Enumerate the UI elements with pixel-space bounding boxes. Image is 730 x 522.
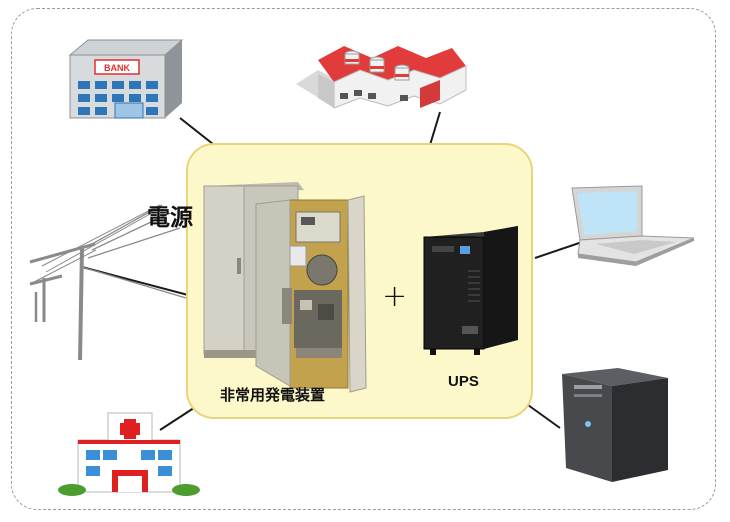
power-source-label: 電源 bbox=[147, 205, 193, 231]
bank-sign: BANK bbox=[104, 63, 130, 73]
bank-icon bbox=[68, 39, 184, 119]
factory-icon bbox=[296, 46, 467, 109]
plus-sign: + bbox=[382, 279, 408, 314]
server-pc-icon bbox=[562, 368, 668, 482]
line-server bbox=[527, 404, 561, 429]
line-factory bbox=[429, 111, 441, 146]
generator-cabinet-icon bbox=[203, 182, 367, 393]
power-pole-icon bbox=[29, 204, 187, 361]
laptop-icon bbox=[571, 185, 695, 266]
ups-label: UPS bbox=[448, 373, 479, 390]
hospital-icon bbox=[58, 412, 200, 496]
generator-label: 非常用発電装置 bbox=[220, 386, 326, 404]
diagram-frame bbox=[11, 8, 716, 510]
ups-unit-icon bbox=[423, 226, 518, 355]
